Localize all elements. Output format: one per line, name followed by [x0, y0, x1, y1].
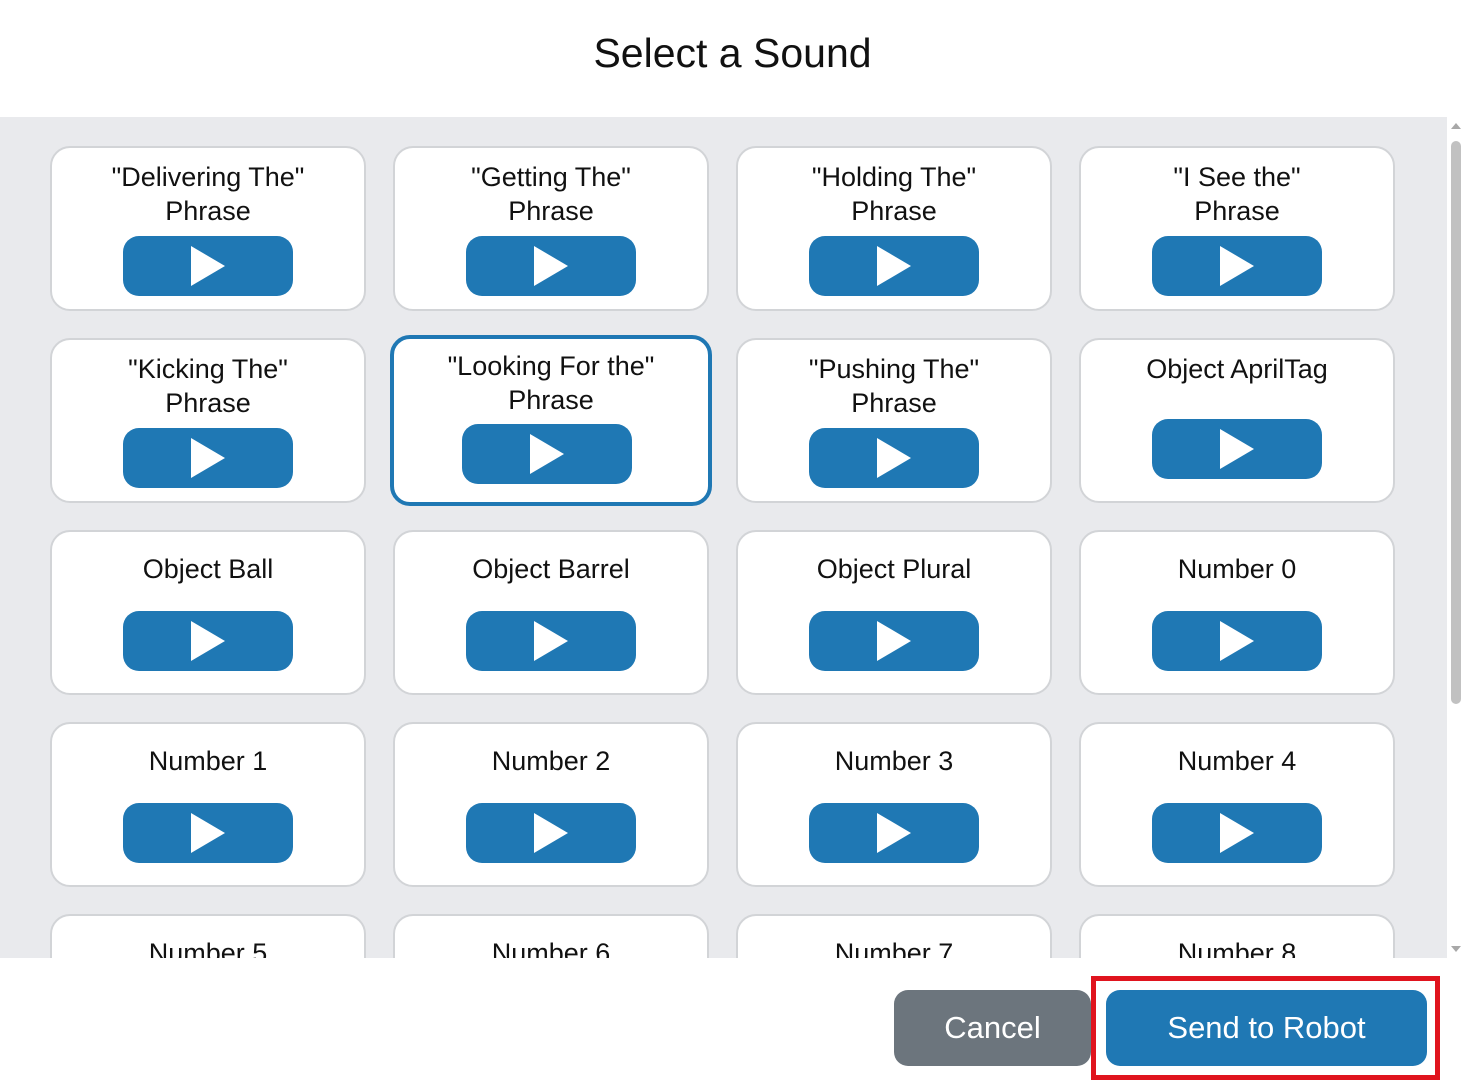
play-button[interactable]: [123, 803, 293, 863]
play-button[interactable]: [123, 236, 293, 296]
sound-label: "Pushing The" Phrase: [808, 354, 980, 418]
scrollbar-thumb[interactable]: [1451, 141, 1461, 704]
sound-label: Object AprilTag: [1146, 354, 1328, 384]
play-icon: [534, 621, 568, 661]
sound-card[interactable]: "Pushing The" Phrase: [736, 338, 1052, 503]
sound-label: "Getting The" Phrase: [471, 162, 631, 226]
play-button[interactable]: [809, 236, 979, 296]
sound-card[interactable]: "Holding The" Phrase: [736, 146, 1052, 311]
sound-card[interactable]: Number 2: [393, 722, 709, 887]
send-button-highlight: [1091, 976, 1440, 1080]
cancel-button[interactable]: Cancel: [894, 990, 1091, 1066]
sound-label: Number 1: [148, 746, 268, 776]
sound-card[interactable]: Number 8: [1079, 914, 1395, 958]
sound-label: Number 4: [1177, 746, 1297, 776]
sound-label: Number 7: [834, 938, 954, 958]
sound-label: "Delivering The" Phrase: [111, 162, 305, 226]
play-icon: [534, 813, 568, 853]
play-icon: [877, 621, 911, 661]
sound-label: Object Ball: [142, 554, 274, 584]
vertical-scrollbar[interactable]: [1447, 117, 1465, 958]
sound-card[interactable]: "Kicking The" Phrase: [50, 338, 366, 503]
sound-grid: "Delivering The" Phrase "Getting The" Phr…: [50, 146, 1395, 958]
play-icon: [534, 246, 568, 286]
sound-card[interactable]: "I See the" Phrase: [1079, 146, 1395, 311]
play-icon: [191, 438, 225, 478]
play-button[interactable]: [123, 611, 293, 671]
sound-card[interactable]: Object AprilTag: [1079, 338, 1395, 503]
play-icon: [191, 813, 225, 853]
sound-card[interactable]: Object Barrel: [393, 530, 709, 695]
sound-card[interactable]: "Delivering The" Phrase: [50, 146, 366, 311]
sound-card[interactable]: Number 1: [50, 722, 366, 887]
sound-label: Object Plural: [816, 554, 972, 584]
play-icon: [1220, 813, 1254, 853]
sound-label: "I See the" Phrase: [1173, 162, 1301, 226]
sound-card[interactable]: Number 5: [50, 914, 366, 958]
play-button[interactable]: [1152, 236, 1322, 296]
play-icon: [530, 434, 564, 474]
sound-card[interactable]: Number 4: [1079, 722, 1395, 887]
play-button[interactable]: [809, 611, 979, 671]
scroll-down-arrow-icon[interactable]: [1451, 946, 1461, 952]
play-button[interactable]: [809, 428, 979, 488]
sound-label: Number 0: [1177, 554, 1297, 584]
sound-label: Number 6: [491, 938, 611, 958]
play-button[interactable]: [1152, 803, 1322, 863]
play-icon: [1220, 621, 1254, 661]
dialog-footer: Cancel Send to Robot: [0, 958, 1465, 1091]
play-icon: [1220, 429, 1254, 469]
play-icon: [191, 621, 225, 661]
play-button[interactable]: [466, 611, 636, 671]
play-button[interactable]: [1152, 611, 1322, 671]
scroll-up-arrow-icon[interactable]: [1451, 123, 1461, 129]
sound-card[interactable]: Number 0: [1079, 530, 1395, 695]
sound-card[interactable]: "Getting The" Phrase: [393, 146, 709, 311]
sound-label: Number 2: [491, 746, 611, 776]
sound-card[interactable]: Number 6: [393, 914, 709, 958]
play-icon: [877, 813, 911, 853]
sound-label: "Looking For the" Phrase: [447, 351, 655, 415]
sound-card[interactable]: Object Ball: [50, 530, 366, 695]
play-icon: [1220, 246, 1254, 286]
send-to-robot-button[interactable]: Send to Robot: [1106, 990, 1427, 1066]
sound-label: Object Barrel: [472, 554, 630, 584]
sound-card[interactable]: Number 7: [736, 914, 1052, 958]
play-button[interactable]: [462, 424, 632, 484]
sound-card[interactable]: Number 3: [736, 722, 1052, 887]
play-icon: [877, 246, 911, 286]
dialog-header: Select a Sound: [0, 0, 1465, 117]
play-button[interactable]: [1152, 419, 1322, 479]
play-button[interactable]: [466, 803, 636, 863]
play-button[interactable]: [809, 803, 979, 863]
play-icon: [191, 246, 225, 286]
play-icon: [877, 438, 911, 478]
play-button[interactable]: [466, 236, 636, 296]
sound-label: Number 5: [148, 938, 268, 958]
play-button[interactable]: [123, 428, 293, 488]
dialog-title: Select a Sound: [593, 30, 872, 76]
sound-label: Number 8: [1177, 938, 1297, 958]
sound-label: "Holding The" Phrase: [811, 162, 977, 226]
sound-card[interactable]: "Looking For the" Phrase: [390, 335, 712, 506]
sound-grid-area: "Delivering The" Phrase "Getting The" Phr…: [0, 117, 1447, 958]
sound-label: "Kicking The" Phrase: [128, 354, 288, 418]
sound-card[interactable]: Object Plural: [736, 530, 1052, 695]
sound-label: Number 3: [834, 746, 954, 776]
